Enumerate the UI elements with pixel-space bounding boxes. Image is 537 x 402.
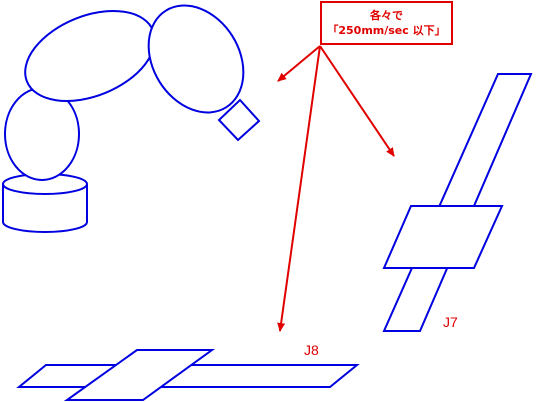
arrow-to-robot: [277, 45, 321, 82]
j7-axis: [382, 73, 533, 332]
label-j8: J8: [304, 342, 319, 358]
j7-carriage: [382, 205, 504, 269]
j7-rail: [382, 73, 533, 332]
speed-arrows: [277, 45, 395, 332]
j8-axis: [16, 349, 360, 401]
robot-end-effector: [217, 98, 261, 142]
robot-base: [2, 173, 88, 233]
speed-limit-callout: 各々で 「250mm/sec 以下」: [320, 1, 453, 45]
arrow-to-j7: [319, 45, 395, 157]
robot-arm: [2, 4, 261, 233]
label-j7: J7: [443, 314, 458, 330]
j8-carriage: [63, 349, 216, 401]
arrow-to-j8: [277, 45, 321, 332]
callout-line-1: 各々で: [370, 9, 403, 22]
callout-line-2: 「250mm/sec 以下」: [327, 24, 446, 37]
robot-forearm: [147, 4, 245, 114]
